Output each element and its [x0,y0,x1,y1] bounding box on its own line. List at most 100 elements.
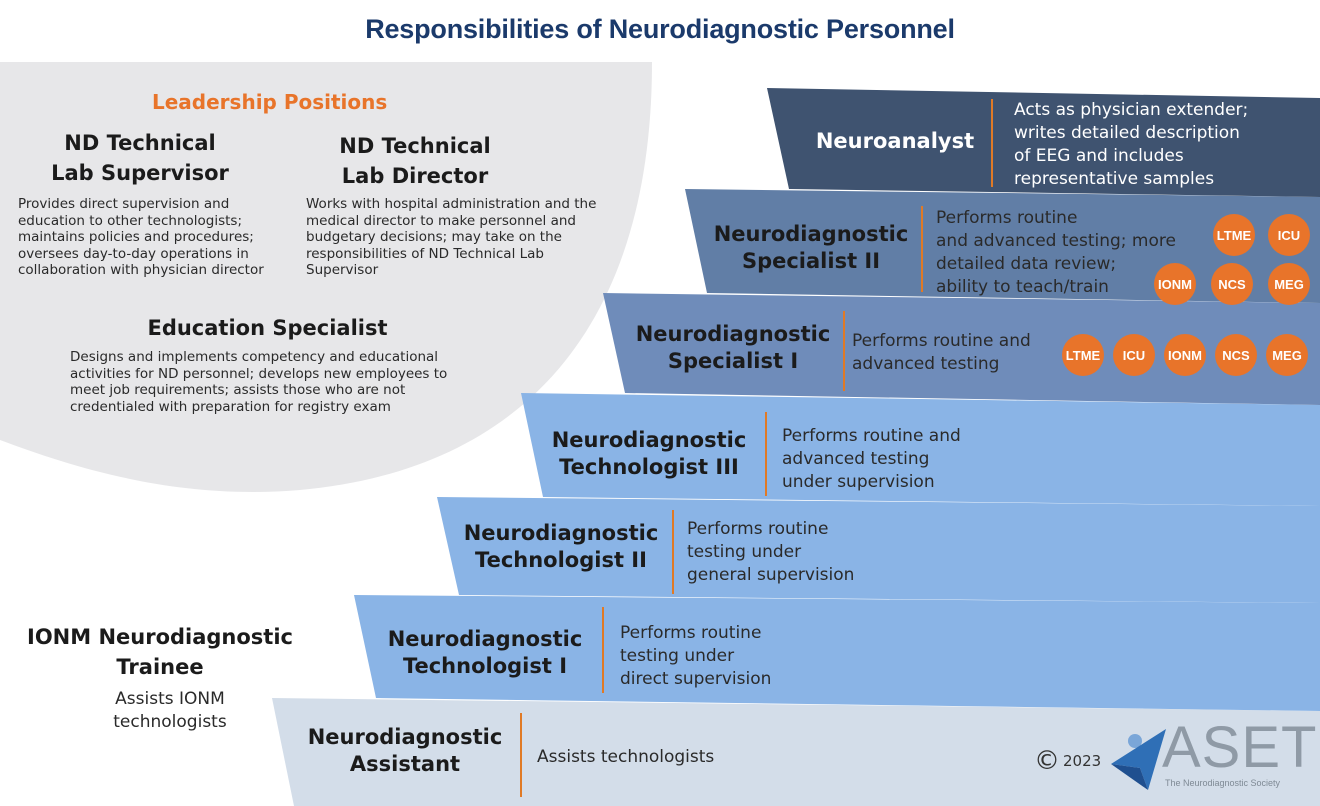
step-shape-neuroanalyst [767,88,1320,197]
badge-meg: MEG [1266,334,1308,376]
desc-line: Acts as physician extender; [1014,100,1249,120]
role-name-line: Neuroanalyst [815,129,975,153]
divider [843,311,845,391]
role-name-line: Neurodiagnostic [713,222,909,246]
badge-ncs: NCS [1215,334,1257,376]
role-desc-technologist-2: Performs routine testing under general s… [687,518,854,587]
education-specialist-title: Education Specialist [147,316,388,340]
desc-line: Performs routine [936,208,1078,228]
director-title: ND Technical Lab Director [305,131,525,191]
step-shape-specialist-1 [603,293,1320,405]
director-title-line-1: ND Technical [339,134,491,158]
desc-line: oversees day-to-day operations in [18,245,249,262]
desc-line: technologists [113,712,227,732]
desc-line: writes detailed description [1014,123,1240,143]
role-name-line: Neurodiagnostic [387,627,583,651]
step-shape-assistant [272,698,1320,806]
desc-line: meet job requirements; assists those who… [70,382,406,398]
divider [765,412,767,496]
role-desc-technologist-1: Performs routine testing under direct su… [620,622,771,691]
desc-line: responsibilities of ND Technical Lab [306,245,544,262]
role-name-line: Neurodiagnostic [551,428,747,452]
role-name-line: Technologist III [559,455,739,479]
desc-line: Performs routine [687,519,829,539]
role-desc-neuroanalyst: Acts as physician extender; writes detai… [1014,99,1248,191]
desc-line: credentialed with preparation for regist… [70,398,391,415]
role-name-specialist-2: Neurodiagnostic Specialist II [710,221,912,275]
badge-ionm: IONM [1154,263,1196,305]
role-name-assistant: Neurodiagnostic Assistant [304,724,506,778]
trainee-title: IONM Neurodiagnostic Trainee [10,622,310,682]
role-desc-technologist-3: Performs routine and advanced testing un… [782,425,961,494]
desc-line: testing under [620,646,735,666]
role-desc-specialist-1: Performs routine and advanced testing [852,330,1031,376]
trainee-title-line-1: IONM Neurodiagnostic [27,625,293,649]
badge-ltme: LTME [1213,214,1255,256]
badge-ncs: NCS [1211,263,1253,305]
desc-line: Performs routine and [852,331,1031,351]
badge-icu: ICU [1113,334,1155,376]
desc-line: of EEG and includes [1014,146,1184,166]
desc-line: collaboration with physician director [18,262,264,278]
divider [602,607,604,693]
role-name-line: Neurodiagnostic [635,322,831,346]
role-name-technologist-1: Neurodiagnostic Technologist I [384,626,586,680]
supervisor-description: Provides direct supervision and educatio… [18,196,303,279]
divider [672,510,674,594]
role-name-line: Technologist I [402,654,568,678]
badge-ltme: LTME [1062,334,1104,376]
role-name-technologist-2: Neurodiagnostic Technologist II [460,520,662,574]
role-name-line: Specialist I [667,349,799,373]
copyright-year: 2023 [1063,752,1102,770]
desc-line: under supervision [782,472,935,492]
desc-line: medical director to make personnel and [306,212,576,229]
desc-line: representative samples [1014,169,1215,189]
desc-line: Performs routine and [782,426,961,446]
desc-line: ability to teach/train [936,277,1109,297]
desc-line: and advanced testing; more [936,231,1176,251]
role-desc-specialist-2: Performs routine and advanced testing; m… [936,207,1176,299]
step-shape-technologist-3 [521,393,1320,506]
desc-line: general supervision [687,565,855,585]
copyright: © 2023 [1034,746,1101,776]
role-name-line: Neurodiagnostic [463,521,659,545]
desc-line: advanced testing [782,449,930,469]
role-desc-assistant: Assists technologists [537,746,714,769]
page-title: Responsibilities of Neurodiagnostic Pers… [365,14,955,44]
divider [991,99,993,187]
supervisor-title: ND Technical Lab Supervisor [30,128,250,188]
copyright-icon: © [1034,746,1060,776]
aset-logo-subtitle: The Neurodiagnostic Society [1165,778,1281,788]
step-shape-technologist-2 [437,497,1320,603]
desc-line: education to other technologists; [18,212,243,229]
role-name-technologist-3: Neurodiagnostic Technologist III [548,427,750,481]
desc-line: Assists IONM [115,689,225,709]
role-name-line: Specialist II [741,249,881,273]
trainee-title-line-2: Trainee [116,655,204,679]
desc-line: budgetary decisions; may take on the [306,229,562,245]
role-name-line: Technologist II [475,548,647,572]
supervisor-title-line-1: ND Technical [64,131,216,155]
desc-line: Designs and implements competency and ed… [70,349,439,365]
desc-line: Assists technologists [537,747,715,767]
education-specialist-description: Designs and implements competency and ed… [70,349,500,415]
director-description: Works with hospital administration and t… [306,196,626,279]
leadership-heading: Leadership Positions [152,90,388,114]
desc-line: detailed data review; [936,254,1117,274]
badge-meg: MEG [1268,263,1310,305]
desc-line: Supervisor [306,262,379,278]
trainee-description: Assists IONM technologists [80,688,260,734]
badge-ionm: IONM [1164,334,1206,376]
role-name-line: Assistant [349,752,461,776]
divider [520,713,522,797]
desc-line: maintains policies and procedures; [18,229,254,245]
role-name-specialist-1: Neurodiagnostic Specialist I [632,321,834,375]
desc-line: Works with hospital administration and t… [306,196,597,212]
leadership-area-shape [0,62,652,492]
divider [921,206,923,292]
role-name-line: Neurodiagnostic [307,725,503,749]
desc-line: activities for ND personnel; develops ne… [70,365,448,382]
desc-line: Performs routine [620,623,762,643]
aset-logo-text: ASET [1162,715,1318,780]
